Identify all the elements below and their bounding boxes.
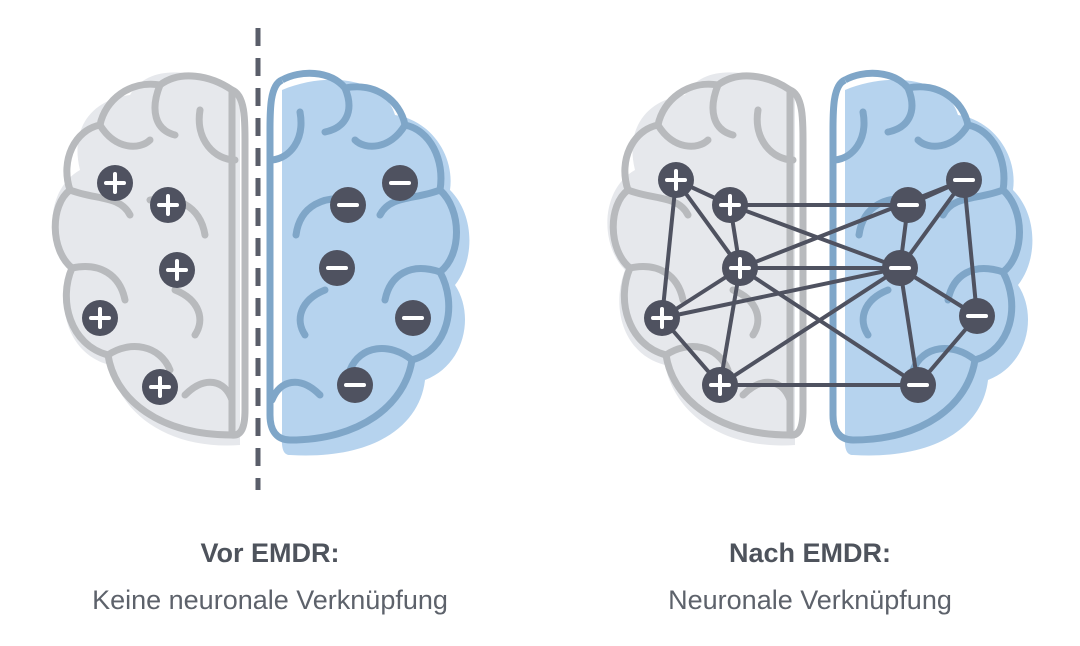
plus-icon xyxy=(150,187,186,223)
plus-icon xyxy=(702,367,738,403)
minus-icon xyxy=(946,162,982,198)
minus-nodes-before xyxy=(319,165,431,403)
plus-icon xyxy=(159,252,195,288)
plus-icon xyxy=(712,187,748,223)
brain-after xyxy=(607,69,1033,456)
brain-after-right-hemisphere xyxy=(829,69,1033,456)
caption-after-subtitle: Neuronale Verknüpfung xyxy=(668,585,952,615)
brain-before-right-hemisphere xyxy=(266,69,470,456)
minus-icon xyxy=(337,367,373,403)
brain-before xyxy=(51,28,470,490)
plus-icon xyxy=(658,162,694,198)
plus-icon xyxy=(97,165,133,201)
minus-icon xyxy=(900,367,936,403)
minus-icon xyxy=(890,187,926,223)
minus-icon xyxy=(959,298,995,334)
caption-after: Nach EMDR: Neuronale Verknüpfung xyxy=(540,536,1080,620)
minus-icon xyxy=(319,250,355,286)
minus-icon xyxy=(330,187,366,223)
plus-icon xyxy=(142,369,178,405)
brain-after-left-hemisphere xyxy=(607,72,807,446)
plus-nodes-after xyxy=(644,162,758,403)
plus-icon xyxy=(722,250,758,286)
caption-before-subtitle: Keine neuronale Verknüpfung xyxy=(92,585,448,615)
plus-nodes-before xyxy=(82,165,195,405)
caption-after-title: Nach EMDR: xyxy=(728,538,891,568)
minus-icon xyxy=(382,165,418,201)
brain-before-left-hemisphere xyxy=(51,72,249,446)
minus-nodes-after xyxy=(882,162,995,403)
plus-icon xyxy=(82,300,118,336)
minus-icon xyxy=(395,300,431,336)
emdr-comparison-diagram xyxy=(51,28,1033,490)
plus-icon xyxy=(644,300,680,336)
minus-icon xyxy=(882,250,918,286)
caption-before-title: Vor EMDR: xyxy=(200,538,340,568)
caption-before: Vor EMDR: Keine neuronale Verknüpfung xyxy=(0,536,540,620)
